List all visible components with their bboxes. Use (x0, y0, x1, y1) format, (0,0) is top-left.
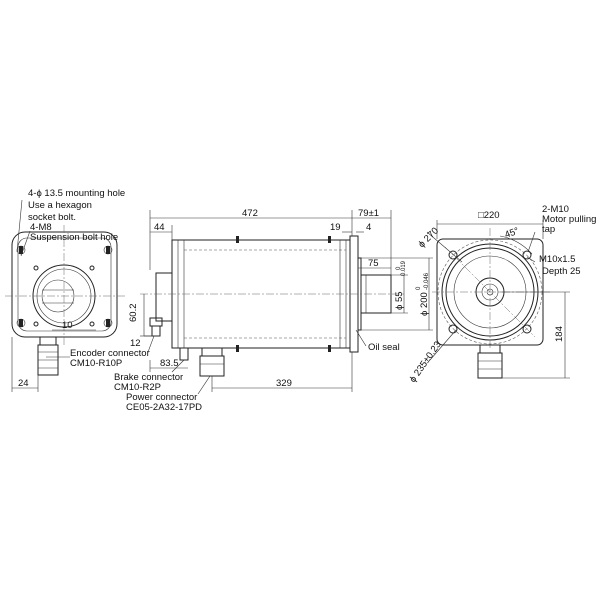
label-encoder-connector: Encoder connector (70, 348, 150, 359)
dim-dia-235: ϕ 235±0.23 (407, 339, 443, 384)
label-power-model: CE05-2A32-17PD (126, 402, 202, 413)
dim-60-2: 60.2 (128, 304, 139, 323)
label-motor-pulling: Motor pulling (542, 214, 596, 225)
dim-dia-200: ϕ 200 (419, 292, 430, 316)
dim-angle-45: 45° (503, 226, 520, 241)
dim-12: 12 (130, 338, 141, 349)
label-use-hexagon: Use a hexagon (28, 200, 92, 211)
tol-55-upper: 0.019 (401, 260, 407, 276)
label-socket-bolt: socket bolt. (28, 212, 76, 223)
label-tap: tap (542, 224, 555, 235)
dim-83-5: 83.5 (160, 358, 179, 369)
tol-200-upper: 0 (416, 286, 422, 290)
dim-4: 4 (366, 222, 371, 233)
dim-472: 472 (242, 208, 258, 219)
rear-view (5, 199, 125, 392)
dim-10: 10 (62, 320, 73, 331)
dim-square-220: □220 (478, 210, 500, 221)
label-encoder-model: CM10-R10P (70, 358, 122, 369)
side-view (140, 210, 433, 395)
label-suspension-bolt: Suspension bolt hole (30, 232, 118, 243)
dim-75: 75 (368, 258, 379, 269)
dim-329: 329 (276, 378, 292, 389)
label-power-connector: Power connector (126, 392, 197, 403)
dim-79: 79±1 (358, 208, 379, 219)
label-brake-model: CM10-R2P (114, 382, 161, 393)
dim-19: 19 (330, 222, 341, 233)
dim-184: 184 (554, 326, 565, 342)
tol-200-lower: -0.046 (424, 272, 430, 290)
dim-24: 24 (18, 378, 29, 389)
label-m10-tap: 2-M10 (542, 204, 569, 215)
front-view (426, 220, 570, 379)
tol-55-lower: 0 (396, 266, 402, 270)
label-brake-connector: Brake connector (114, 372, 183, 383)
label-mount-hole: 4-ϕ 13.5 mounting hole (28, 188, 125, 199)
label-oil-seal: Oil seal (368, 342, 400, 353)
dim-dia-55: ϕ 55 (394, 291, 405, 310)
label-m10x1-5: M10x1.5 (539, 254, 575, 265)
dim-44: 44 (154, 222, 165, 233)
label-m8: 4-M8 (30, 222, 52, 233)
label-depth-25: Depth 25 (542, 266, 581, 277)
